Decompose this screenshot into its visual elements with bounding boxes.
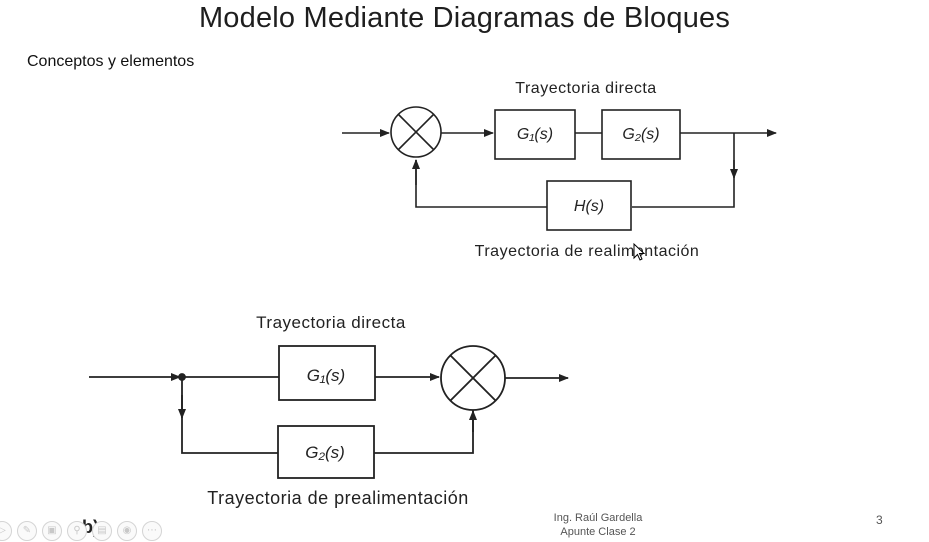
more-icon[interactable]: ⋯ [142,521,162,541]
feedforward-block-g2 [277,425,375,479]
slide-title: Modelo Mediante Diagramas de Bloques [198,2,731,34]
feedforward-branch-line [181,377,278,454]
feedback-summing-junction [390,106,442,158]
feedforward-top-label: Trayectoria directa [256,313,406,332]
pen-icon[interactable]: ✎ [17,521,37,541]
feedforward-diagram: Trayectoria directa G₁(s) G₂(s) Trayecto… [82,313,569,537]
page-number: 3 [876,513,883,527]
feedback-takeoff-line [632,133,735,208]
presentation-toolbar: ▷ ✎ ▣ ⚲ ▤ ◉ ⋯ [0,520,162,542]
feedforward-bottom-label: Trayectoria de prealimentación [207,488,468,508]
subtitles-icon[interactable]: ▤ [92,521,112,541]
feedback-return-line [415,160,547,208]
pages-icon[interactable]: ▣ [42,521,62,541]
feedback-diagram: Trayectoria directa G₁(s) G₂(s) H(s) Tra… [342,80,777,260]
feedback-block-g1 [494,109,576,160]
feedback-block-h [546,180,632,231]
feedback-block-g2 [601,109,681,160]
play-icon[interactable]: ▷ [0,521,12,541]
search-icon[interactable]: ⚲ [67,521,87,541]
feedforward-return-line [374,410,474,454]
camera-icon[interactable]: ◉ [117,521,137,541]
footer-author-name: Ing. Raúl Gardella [553,512,643,524]
feedback-bottom-label: Trayectoria de realimentación [475,243,700,260]
mouse-cursor [633,242,646,261]
feedback-top-label: Trayectoria directa [515,80,656,97]
feedback-block-h-label: H(s) [574,198,604,215]
feedforward-block-g1-label: G₁(s) [307,366,345,385]
feedback-block-g1-label: G₁(s) [517,126,553,143]
footer-author: Ing. Raúl Gardella Apunte Clase 2 [552,511,644,539]
feedforward-block-g1 [278,345,376,401]
feedback-block-g2-label: G₂(s) [622,126,659,143]
footer-course-name: Apunte Clase 2 [560,526,636,538]
feedforward-block-g2-label: G₂(s) [305,443,345,462]
feedforward-summing-junction [440,345,506,411]
slide-subtitle: Conceptos y elementos [27,53,195,70]
